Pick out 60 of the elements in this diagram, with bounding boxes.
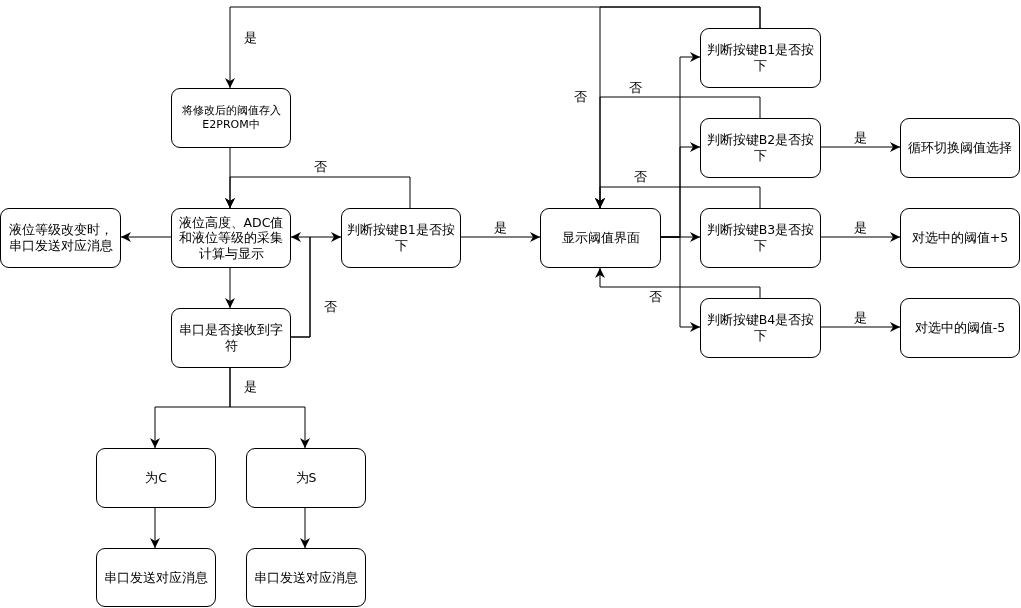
arrow: [820, 142, 901, 152]
node-text: 判断按键B4是否按下: [705, 312, 816, 344]
node-text: 对选中的阈值+5: [911, 230, 1009, 246]
process-box: [246, 448, 366, 508]
arrow: [595, 186, 761, 209]
node-text: 判断按键B2是否按下: [705, 132, 816, 164]
node-text: 液位等级改变时，串口发送对应消息: [7, 222, 114, 254]
process-box: [900, 298, 1020, 358]
process-box: [540, 208, 661, 268]
arrow: [225, 176, 411, 209]
node-text: 为C: [145, 470, 167, 486]
process-box: [900, 118, 1020, 178]
edge-label: 否: [312, 159, 328, 175]
arrow: [660, 236, 701, 332]
arrow: [150, 507, 160, 549]
node-text: 显示阈值界面: [561, 230, 640, 246]
process-box: [246, 548, 366, 607]
node-text: 判断按键B3是否按下: [705, 222, 816, 254]
arrow: [460, 232, 541, 242]
node-text: 液位高度、ADC值和液位等级的采集计算与显示: [177, 214, 285, 262]
arrow: [820, 232, 901, 242]
edge-label: 是: [492, 220, 508, 236]
process-box: [700, 208, 821, 268]
node-text: 串口发送对应消息: [254, 569, 358, 586]
edge-label: 否: [647, 289, 663, 305]
process-box: [171, 88, 291, 148]
node-text: 串口是否接收到字符: [178, 322, 284, 354]
process-box: [0, 208, 121, 268]
arrow: [595, 267, 761, 299]
edge-label: 是: [852, 220, 868, 236]
edge-label: 否: [632, 169, 648, 185]
edge-label: 是: [242, 379, 258, 395]
process-box: [96, 448, 216, 508]
edge-label: 是: [852, 310, 868, 326]
process-box: [171, 308, 291, 368]
node-text: 循环切换阈值选择: [908, 140, 1012, 156]
node-text: 串口发送对应消息: [104, 569, 208, 586]
edge-label: 是: [852, 130, 868, 146]
process-box: [341, 208, 461, 268]
node-text: 将修改后的阈值存入E2PROM中: [180, 104, 282, 132]
edge-label: 是: [242, 30, 258, 46]
node-text: 为S: [295, 470, 317, 486]
edge-label: 否: [627, 80, 643, 96]
process-box: [700, 28, 821, 88]
arrow: [820, 322, 901, 332]
arrow: [290, 232, 342, 338]
node-text: 判断按键B1是否按下: [346, 222, 456, 254]
process-box: [96, 548, 216, 607]
process-box: [171, 208, 291, 268]
process-box: [700, 118, 821, 178]
node-text: 判断按键B1是否按下: [705, 42, 816, 74]
arrow: [229, 367, 310, 449]
edge-label: 否: [322, 299, 338, 315]
arrow: [120, 232, 172, 242]
process-box: [700, 298, 821, 358]
node-text: 对选中的阈值-5: [914, 320, 1006, 336]
edge-label: 否: [572, 89, 588, 105]
arrow: [225, 267, 235, 309]
process-box: [900, 208, 1020, 268]
arrow: [300, 507, 310, 549]
